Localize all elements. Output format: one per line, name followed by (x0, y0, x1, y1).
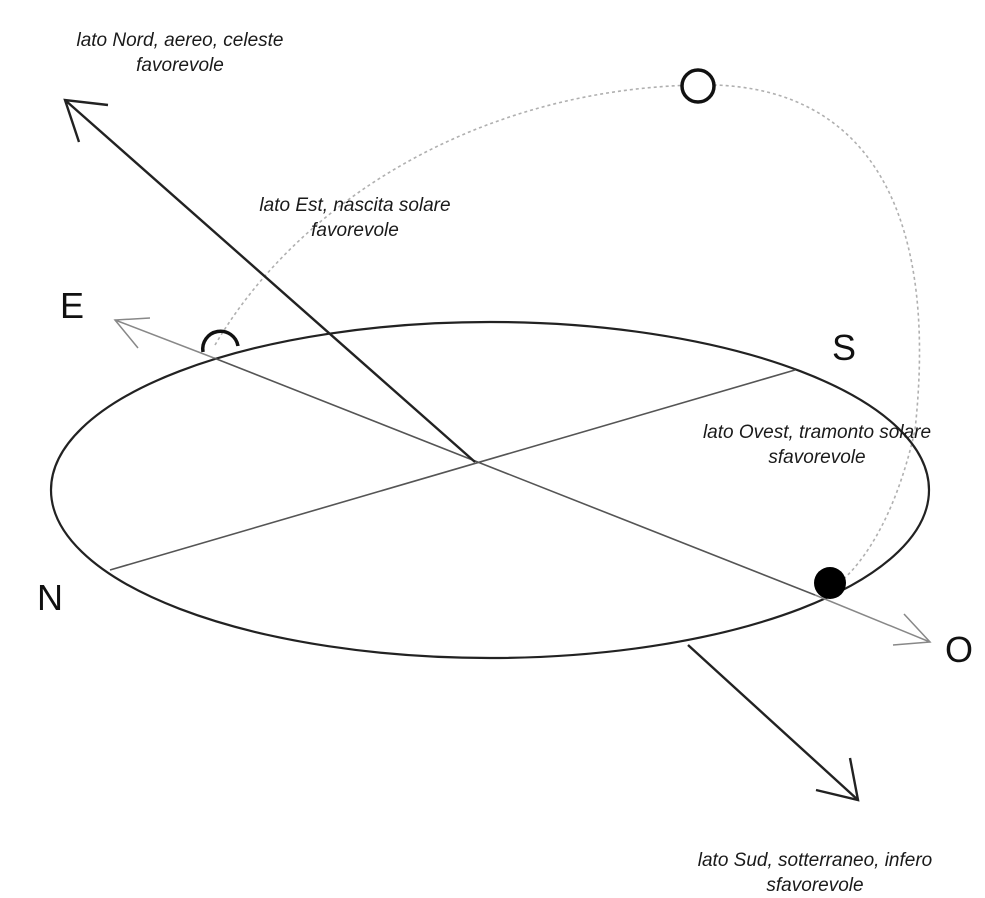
south-side-label: lato Sud, sotterraneo, infero sfavorevol… (650, 848, 980, 898)
sun-rising-icon (201, 329, 240, 353)
horizon-ellipse (49, 320, 931, 660)
north-axis-arrow-head (63, 98, 109, 143)
direction-e: E (60, 285, 85, 326)
east-side-label: lato Est, nascita solare favorevole (205, 193, 505, 243)
west-arrow-head (892, 613, 932, 646)
north-axis-arrow-shaft (64, 99, 476, 463)
east-arrow-head (113, 317, 151, 349)
north-side-label: lato Nord, aereo, celeste favorevole (30, 28, 330, 78)
east-side-label-line1: lato Est, nascita solare (259, 195, 451, 216)
south-side-label-line2: sfavorevole (766, 875, 864, 896)
direction-o: O (945, 629, 974, 670)
sun-setting-icon (814, 567, 846, 599)
west-side-label-line1: lato Ovest, tramonto solare (702, 422, 932, 443)
south-axis-arrow-shaft (687, 644, 859, 801)
west-side-label-line2: sfavorevole (768, 447, 866, 468)
east-arrow-shaft (114, 319, 215, 359)
east-west-line (213, 357, 816, 596)
direction-n: N (37, 577, 63, 618)
east-side-label-line2: favorevole (311, 220, 399, 241)
sun-zenith-icon (680, 68, 716, 104)
sun-path-arc (214, 84, 921, 591)
north-side-label-line1: lato Nord, aereo, celeste (76, 30, 284, 51)
south-side-label-line1: lato Sud, sotterraneo, infero (697, 850, 933, 871)
north-south-line (109, 369, 796, 571)
north-side-label-line2: favorevole (136, 55, 224, 76)
west-arrow-shaft (814, 594, 931, 643)
direction-s: S (832, 327, 857, 368)
south-axis-arrow-head (815, 757, 860, 802)
west-side-label: lato Ovest, tramonto solare sfavorevole (657, 420, 977, 470)
